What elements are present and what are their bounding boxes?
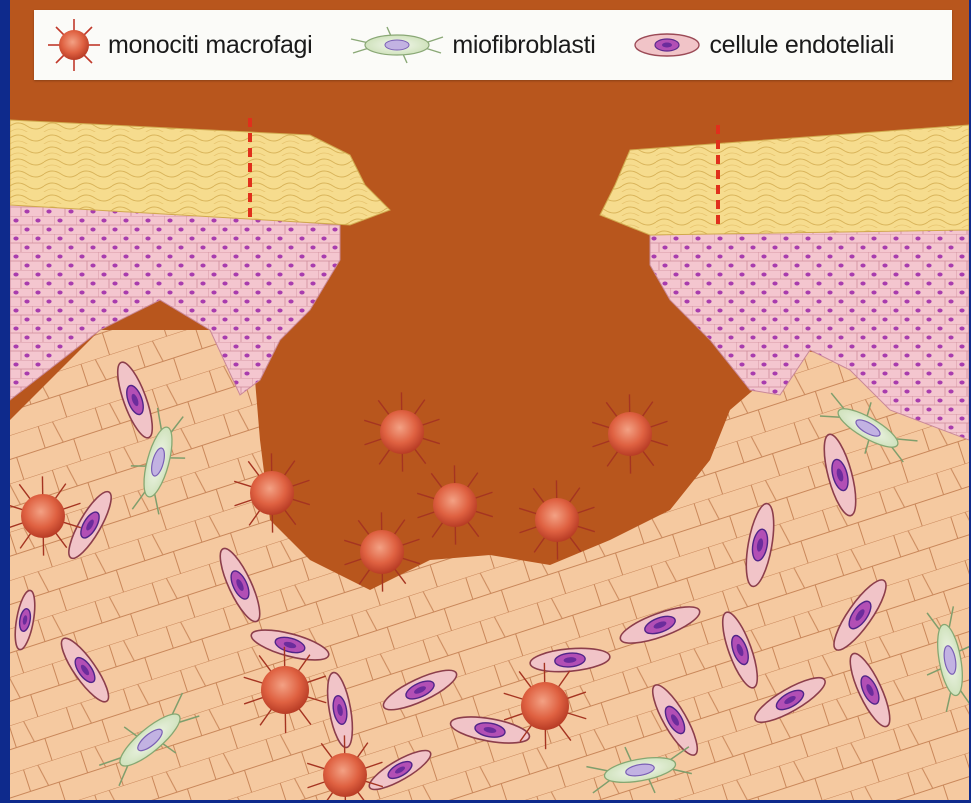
endothelial-cell-icon [631, 28, 703, 62]
wound-healing-diagram: monociti macrofagi miofibroblasti cellul… [10, 0, 969, 800]
myofibroblast-icon [348, 23, 446, 67]
legend-item-macrophage: monociti macrofagi [46, 10, 312, 80]
wound-illustration [10, 0, 969, 800]
legend-label-endothelial: cellule endoteliali [709, 31, 894, 60]
legend-item-myofibroblast: miofibroblasti [348, 10, 595, 80]
macrophage-icon [46, 17, 102, 73]
legend: monociti macrofagi miofibroblasti cellul… [34, 10, 952, 80]
legend-item-endothelial: cellule endoteliali [631, 10, 894, 80]
legend-label-myofibroblast: miofibroblasti [452, 31, 595, 60]
legend-label-macrophage: monociti macrofagi [108, 31, 312, 60]
